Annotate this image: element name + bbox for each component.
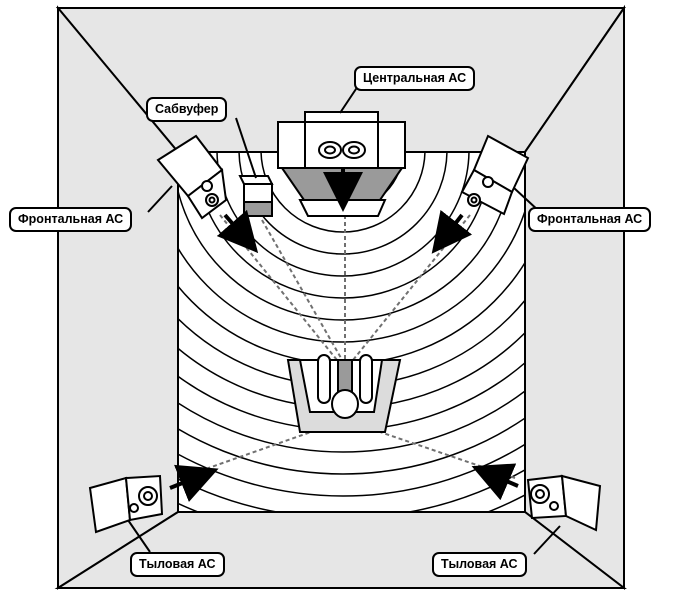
line-front-left xyxy=(219,214,346,371)
front-left-speaker xyxy=(156,134,228,220)
front-left-arrow xyxy=(216,209,259,254)
rear-left-arrow xyxy=(169,464,219,502)
sound-wave-arc xyxy=(216,152,470,277)
sound-wave-arc xyxy=(178,389,525,453)
rear-right-arrow xyxy=(471,463,519,501)
label-center-speaker: Центральная АС xyxy=(354,66,476,91)
rear-right-speaker xyxy=(526,474,602,532)
front-right-speaker xyxy=(460,134,530,216)
listening-seat xyxy=(286,354,402,433)
front-right-arrow xyxy=(431,209,473,254)
callout-lines xyxy=(127,85,561,555)
label-subwoofer: Сабвуфер xyxy=(146,97,228,122)
rear-left-speaker xyxy=(88,474,164,534)
line-front-right xyxy=(344,214,471,371)
sound-wave-arc xyxy=(178,152,514,321)
sound-wave-arc xyxy=(178,208,525,343)
sound-wave-arc xyxy=(260,152,426,233)
sound-wave-arc xyxy=(178,443,525,497)
sound-wave-arc xyxy=(194,152,492,299)
sound-wave-arc xyxy=(178,417,525,475)
label-rear-left: Тыловая АС xyxy=(130,552,225,577)
label-front-left: Фронтальная АС xyxy=(9,207,133,232)
subwoofer xyxy=(238,175,274,217)
label-front-right: Фронтальная АС xyxy=(528,207,652,232)
label-rear-right: Тыловая АС xyxy=(432,552,527,577)
sound-wave-arc xyxy=(238,152,448,255)
